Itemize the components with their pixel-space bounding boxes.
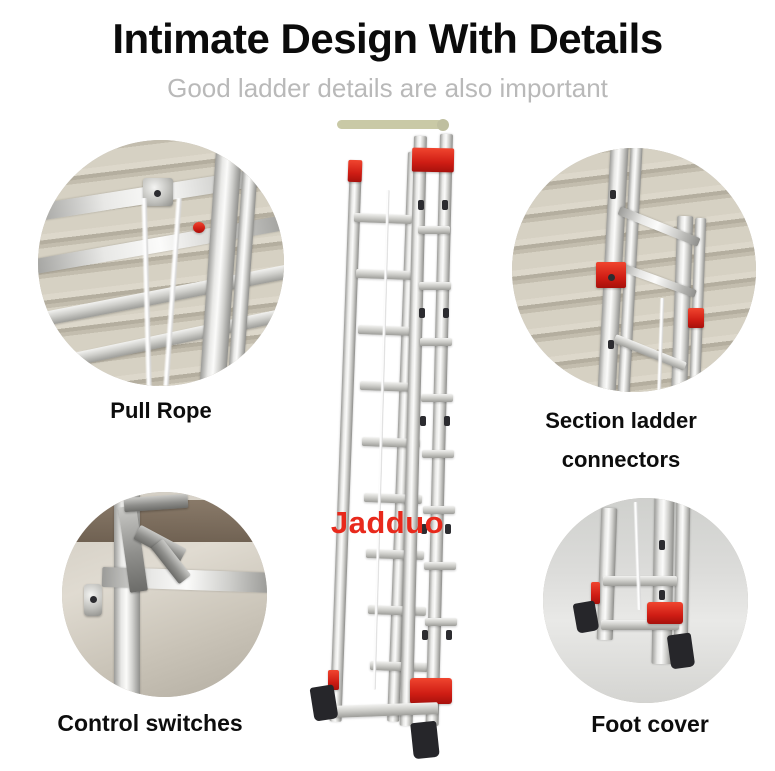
callout-label-control-switches: Control switches [57,710,243,736]
ladder-rung [425,618,457,626]
foot-cover [410,720,440,760]
fly-section-left-rail [329,161,362,722]
rail-hole [445,524,451,534]
floor-background [543,498,748,703]
red-marker [193,222,205,233]
ladder-rung [424,562,456,570]
callout-label-section-connectors-line1: Section ladder [545,408,697,433]
lock-bolt [90,596,97,603]
red-connector [688,308,704,328]
pull-rope-photo [38,140,284,386]
section-connectors-photo [512,148,756,392]
rail-hole [444,416,450,426]
rail-hole [659,590,665,600]
foot-cover [309,684,339,722]
page-title: Intimate Design With Details [112,15,663,62]
rail-hole [421,524,427,534]
foot-cover-photo [543,498,748,703]
rail-hole [442,200,448,210]
accent-dot-icon [437,119,449,131]
control-switches-photo [62,492,267,697]
callout-label-section-connectors-line2: connectors [561,447,681,472]
rail-hole [610,190,616,199]
ladder-rung [420,338,452,346]
ladder-rung [369,660,429,673]
connector-bolt [608,274,615,281]
red-bracket [647,602,683,624]
page-subtitle: Good ladder details are also important [167,73,608,103]
ladder-rung [418,226,450,234]
ladder-rung [357,324,417,337]
foot-cover [666,632,696,670]
callout-label-pull-rope: Pull Rope [110,398,212,423]
ladder-rung [422,450,454,458]
callout-label-foot-cover: Foot cover [591,711,709,737]
rail-hole [659,540,665,550]
red-bracket [410,678,452,704]
rail-hole [608,340,614,349]
rail-hole [446,630,452,640]
product-ladder-image [290,130,485,760]
base-cross-rung [333,702,439,718]
fly-section-red-cap [347,159,363,183]
ladder-rung [419,282,451,290]
rail-hole [422,630,428,640]
accent-bar [337,120,443,129]
rail-hole [419,308,425,318]
rail-hole [420,416,426,426]
ladder-rung [423,506,455,514]
base-section-red-cap [411,147,455,173]
rail-hole [443,308,449,318]
ladder-rung [421,394,453,402]
pulley-bolt [154,190,161,197]
rail-hole [418,200,424,210]
red-bracket [328,670,339,690]
ladder-rung [353,212,413,225]
ladder-rung [601,620,679,630]
brand-watermark: Jadduo [330,505,445,540]
red-bracket [591,582,600,604]
